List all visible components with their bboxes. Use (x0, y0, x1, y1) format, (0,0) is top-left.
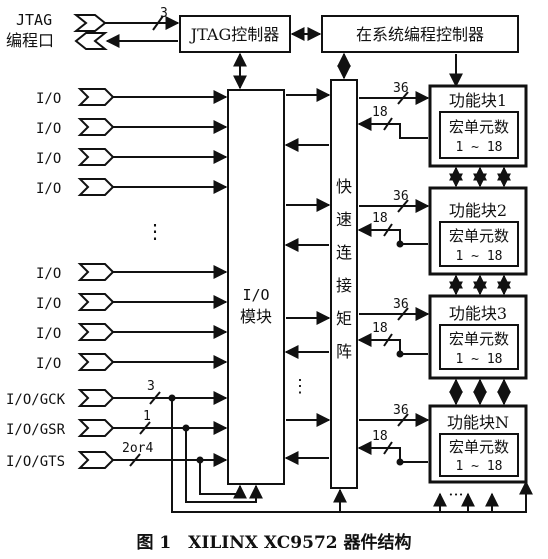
jtag-port-label-line2: 编程口 (6, 31, 54, 50)
jtag-pad-out (74, 32, 108, 50)
matrix-char-4: 接 (336, 276, 352, 295)
macrocell-box (439, 111, 519, 159)
io-block (227, 89, 285, 485)
io-pin-label: I/O (36, 91, 61, 107)
function-block-in-width: 36 (393, 297, 409, 312)
function-block-in-width: 36 (393, 189, 409, 204)
io-pin: I/O (36, 178, 228, 197)
macrocell-range: 1 ~ 18 (456, 459, 503, 474)
gts-pin: I/O/GTS 2or4 (6, 441, 228, 470)
isp-controller-label: 在系统编程控制器 (356, 25, 484, 44)
matrix-char-1: 快 (336, 177, 352, 196)
io-matrix-links (284, 88, 331, 465)
macrocell-box (439, 324, 519, 370)
macrocell-label: 宏单元数 (449, 118, 509, 136)
function-block: 功能块N 宏单元数 1 ~ 18 36 18 (357, 403, 528, 484)
jtag-port-label-line1: JTAG (16, 11, 52, 29)
macrocell-box (439, 433, 519, 477)
io-pin: I/O (36, 293, 228, 312)
fast-connect-matrix (330, 79, 358, 489)
function-block: 功能块1 宏单元数 1 ~ 18 36 18 (357, 81, 528, 168)
jtag-pad-in (73, 14, 107, 32)
io-pad (77, 88, 115, 106)
gsr-pin: I/O/GSR 1 (6, 409, 228, 438)
jtag-controller-label: JTAG控制器 (189, 25, 280, 44)
macrocell-label: 宏单元数 (449, 330, 509, 348)
io-pin-label: I/O (36, 181, 61, 197)
function-block: 功能块3 宏单元数 1 ~ 18 36 18 (357, 294, 528, 380)
io-pad (77, 263, 115, 281)
matrix-char-6: 阵 (336, 342, 352, 361)
jtag-port: JTAG 编程口 3 (6, 6, 180, 50)
gts-pin-label: I/O/GTS (6, 454, 65, 470)
gck-pad (77, 389, 115, 407)
function-block-title: 功能块3 (449, 304, 507, 323)
io-pad (77, 148, 115, 166)
io-pad (77, 293, 115, 311)
io-pin: I/O (36, 118, 228, 137)
matrix-char-3: 连 (336, 243, 352, 262)
io-block-label-line1: I/O (242, 286, 269, 304)
io-pin-label: I/O (36, 326, 61, 342)
gsr-pad (77, 419, 115, 437)
io-pad (77, 353, 115, 371)
gck-bus-width: 3 (147, 379, 155, 394)
macrocell-label: 宏单元数 (449, 438, 509, 456)
function-block: 功能块2 宏单元数 1 ~ 18 36 18 (357, 186, 528, 276)
function-block-out-width: 18 (372, 105, 388, 120)
function-block-out-width: 18 (372, 429, 388, 444)
function-block-in-width: 36 (393, 403, 409, 418)
gts-bus-width: 2or4 (122, 441, 153, 456)
io-pin: I/O (36, 263, 228, 282)
macrocell-box (439, 221, 519, 267)
function-block-ellipsis: ··· (448, 485, 463, 504)
gsr-pin-label: I/O/GSR (6, 422, 66, 438)
io-block-label-line2: 模块 (240, 307, 272, 326)
function-block-out-width: 18 (372, 211, 388, 226)
jtag-controller-box (179, 15, 291, 53)
io-pin: I/O (36, 323, 228, 342)
io-pin: I/O (36, 88, 228, 107)
io-pad (77, 178, 115, 196)
function-block-title: 功能块1 (449, 91, 507, 110)
io-pad (77, 323, 115, 341)
function-block-out-width: 18 (372, 321, 388, 336)
io-pin-label: I/O (36, 296, 61, 312)
matrix-char-5: 矩 (336, 309, 352, 328)
macrocell-label: 宏单元数 (449, 227, 509, 245)
isp-controller-box (321, 15, 519, 53)
gck-pin-label: I/O/GCK (6, 392, 66, 408)
function-block-title: 功能块N (447, 413, 509, 432)
io-pin-label: I/O (36, 356, 61, 372)
special-pin-group: I/O/GCK 3 I/O/GSR 1 I/O/GTS 2or4 (6, 379, 533, 513)
gsr-bus-width: 1 (143, 409, 151, 424)
macrocell-range: 1 ~ 18 (456, 249, 503, 264)
macrocell-range: 1 ~ 18 (456, 140, 503, 155)
macrocell-range: 1 ~ 18 (456, 352, 503, 367)
matrix-char-2: 速 (336, 210, 352, 229)
gts-pad (77, 451, 115, 469)
jtag-bus-width: 3 (160, 6, 168, 21)
function-block-title: 功能块2 (449, 201, 507, 220)
io-matrix-ellipsis: ⋮ (291, 376, 309, 397)
io-pad (77, 118, 115, 136)
io-pin: I/O (36, 148, 228, 167)
io-pin-group: I/O I/O I/O I/O ⋮ I/O I/O (36, 88, 228, 372)
io-pin: I/O (36, 353, 228, 372)
figure-caption: 图 1 XILINX XC9572 器件结构 (136, 532, 411, 553)
gck-pin: I/O/GCK 3 (6, 379, 228, 408)
io-pin-label: I/O (36, 266, 61, 282)
io-pin-label: I/O (36, 121, 61, 137)
io-pin-ellipsis: ⋮ (145, 219, 165, 243)
function-block-in-width: 36 (393, 81, 409, 96)
io-pin-label: I/O (36, 151, 61, 167)
